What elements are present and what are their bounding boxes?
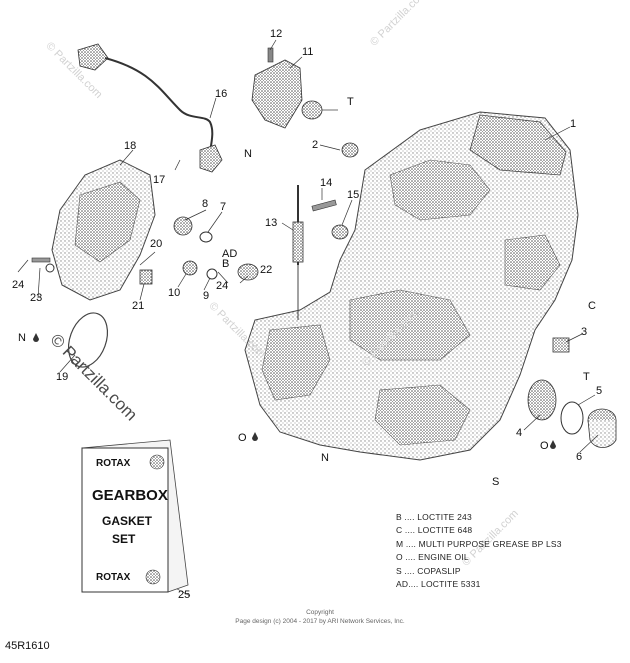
- symbol-b: B: [222, 258, 230, 270]
- symbol-o: O: [540, 440, 549, 452]
- legend-item: C .... LOCTITE 648: [396, 525, 473, 536]
- washer-part-23: [45, 263, 55, 273]
- callout-19: 19: [56, 371, 69, 383]
- callout-3: 3: [581, 326, 588, 338]
- cover-housing: [51, 159, 156, 301]
- symbol-s: S: [492, 476, 500, 488]
- symbol-t: T: [583, 371, 590, 383]
- callout-24b: 24: [216, 280, 229, 292]
- symbol-ad: AD: [222, 248, 238, 260]
- legend-item: S .... COPASLIP: [396, 565, 461, 576]
- symbol-t: T: [347, 96, 354, 108]
- bolt-part-23: [31, 257, 51, 263]
- part-9: [206, 268, 218, 280]
- symbol-n: N: [244, 148, 252, 160]
- part-22: [237, 263, 259, 281]
- callout-16: 16: [215, 88, 228, 100]
- callout-18: 18: [124, 140, 137, 152]
- symbol-n: N: [18, 332, 26, 344]
- callout-2: 2: [312, 139, 319, 151]
- bolt-part-12: [267, 47, 274, 63]
- kit-title: GEARBOX: [92, 487, 168, 504]
- callout-9: 9: [203, 290, 210, 302]
- part-10: [182, 260, 198, 276]
- lubricant-legend: B .... LOCTITE 243 C .... LOCTITE 648 M …: [396, 511, 562, 591]
- kit-line-2: GASKET: [102, 514, 153, 528]
- bushing-part-6: [587, 408, 617, 448]
- gear-part-8: [173, 216, 193, 236]
- callout-22: 22: [260, 264, 273, 276]
- page-design-line: Page design (c) 2004 - 2017 by ARI Netwo…: [235, 618, 405, 625]
- engine-crankcase: [244, 111, 579, 461]
- part-21: [139, 269, 153, 285]
- legend-item: B .... LOCTITE 243: [396, 512, 472, 522]
- callout-17: 17: [153, 174, 166, 186]
- seal-part-2a: [301, 100, 323, 120]
- legend-item: M .... MULTI PURPOSE GREASE BP LS3: [396, 538, 562, 549]
- kit-brand-top: ROTAX: [96, 458, 131, 469]
- callout-10: 10: [168, 287, 181, 299]
- callout-13: 13: [265, 217, 278, 229]
- copyright-line: Copyright: [306, 609, 334, 616]
- dipstick: [292, 185, 304, 320]
- callout-1: 1: [570, 118, 577, 130]
- oring-part-5: [560, 401, 584, 435]
- bracket-part-11: [251, 59, 303, 129]
- sensor-with-cable: [77, 43, 223, 173]
- legend-item: AD.... LOCTITE 5331: [396, 579, 481, 590]
- oring-part-7: [199, 231, 213, 243]
- oil-drop-icons: [33, 333, 556, 449]
- legend-item: O .... ENGINE OIL: [396, 552, 469, 563]
- callout-12: 12: [270, 28, 283, 40]
- bolt-part-14: [311, 199, 337, 212]
- symbol-n: N: [321, 452, 329, 464]
- callout-20: 20: [150, 238, 163, 250]
- callout-21: 21: [132, 300, 145, 312]
- seal-part-4: [527, 379, 557, 421]
- part-3: [552, 337, 570, 353]
- plug-part-15: [331, 224, 349, 240]
- callout-15: 15: [347, 189, 360, 201]
- callout-8: 8: [202, 198, 209, 210]
- seal-part-2b: [341, 142, 359, 158]
- oring-part-19: [67, 312, 109, 368]
- kit-line-3: SET: [112, 532, 136, 546]
- callout-7: 7: [220, 201, 227, 213]
- callout-4: 4: [516, 427, 523, 439]
- symbol-c: C: [588, 300, 596, 312]
- leader-lines: [17, 39, 599, 597]
- callout-5: 5: [596, 385, 603, 397]
- callout-6: 6: [576, 451, 583, 463]
- callout-14: 14: [320, 177, 333, 189]
- callout-24a: 24: [12, 279, 25, 291]
- callout-23: 23: [30, 292, 43, 304]
- kit-brand-bottom: ROTAX: [96, 572, 131, 583]
- diagram-code: 45R1610: [5, 640, 50, 652]
- gasket-set-kit: [81, 439, 189, 593]
- callout-11: 11: [302, 46, 314, 58]
- callout-25: 25: [178, 589, 191, 601]
- symbol-o: O: [238, 432, 247, 444]
